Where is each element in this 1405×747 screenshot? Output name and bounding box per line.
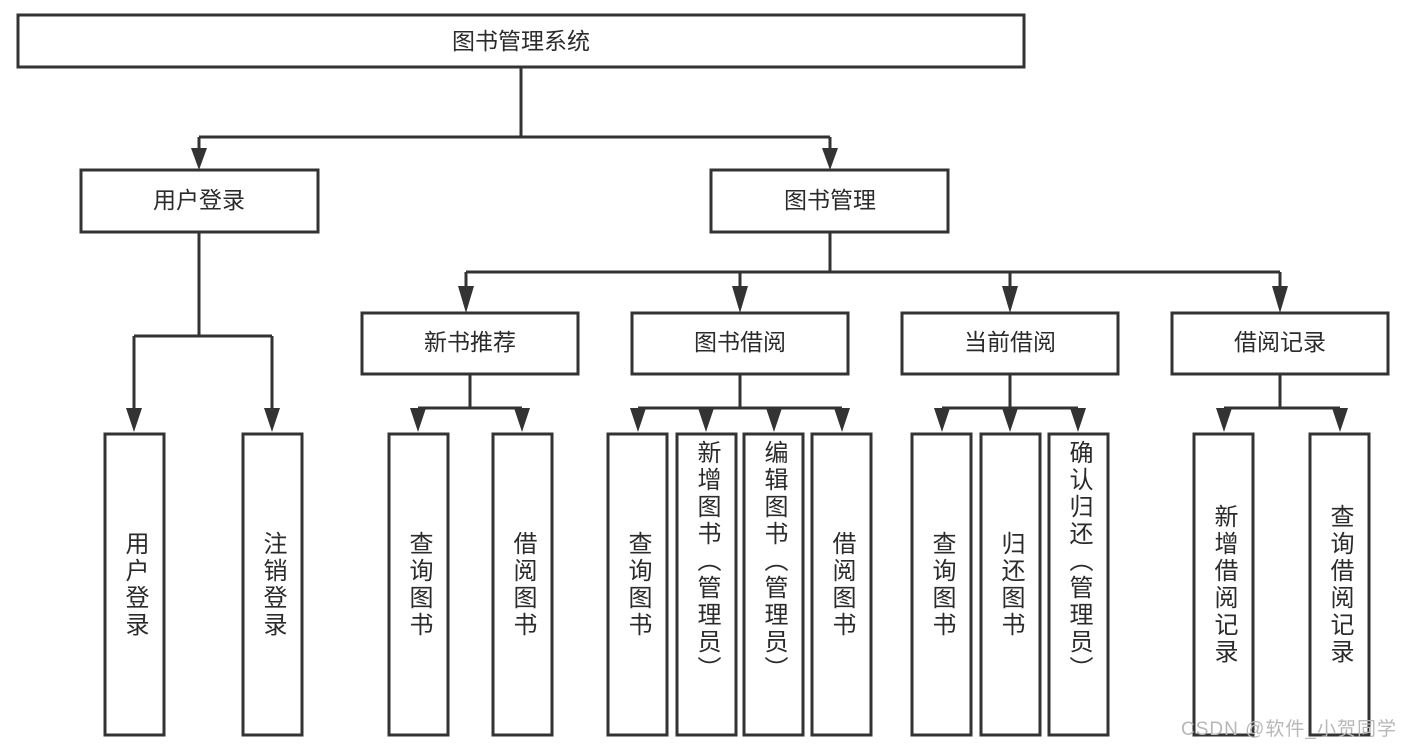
- arrow-to-current-borrow: [1002, 286, 1018, 313]
- edges-borrow-record-to-leaves: [1216, 374, 1348, 432]
- leaf-box-nbr-query-book[interactable]: [387, 432, 450, 737]
- node-root[interactable]: 图书管理系统: [16, 13, 1026, 69]
- node-borrow-record-label: 借阅记录: [1234, 329, 1326, 355]
- node-book-borrow-box[interactable]: [630, 311, 850, 376]
- arrow-bb-leaf-2: [698, 408, 714, 432]
- arrow-br-leaf-1: [1216, 408, 1232, 432]
- leaf-box-bb-add-book[interactable]: [675, 432, 738, 737]
- arrow-to-user-login: [191, 148, 207, 170]
- arrow-cb-leaf-3: [1070, 408, 1086, 432]
- arrow-to-book-borrow: [732, 286, 748, 313]
- node-book-borrow-label: 图书借阅: [694, 329, 786, 355]
- leaf-box-bb-edit-book[interactable]: [742, 432, 805, 737]
- csdn-watermark: CSDN @软件_小贺同学: [1181, 719, 1397, 740]
- leaf-box-logout[interactable]: [241, 432, 304, 737]
- node-new-book-recommend-label: 新书推荐: [424, 329, 516, 355]
- leaf-box-user-login[interactable]: [103, 432, 166, 737]
- leaf-box-bb-query-book[interactable]: [606, 432, 669, 737]
- arrow-leaf-logout: [264, 408, 280, 432]
- leaf-box-bb-borrow-book[interactable]: [810, 432, 873, 737]
- arrow-nbr-leaf-1: [410, 408, 426, 432]
- arrow-br-leaf-2: [1332, 408, 1348, 432]
- edges-user-login-to-leaves: [126, 232, 280, 432]
- node-new-book-recommend-box[interactable]: [360, 311, 580, 376]
- leaf-box-cb-confirm-return[interactable]: [1047, 432, 1110, 737]
- node-current-borrow[interactable]: 当前借阅: [900, 311, 1120, 376]
- arrow-nbr-leaf-2: [514, 408, 530, 432]
- arrow-cb-leaf-1: [934, 408, 950, 432]
- leaf-boxes-new-book-recommend: [387, 432, 554, 737]
- leaf-boxes-current-borrow: [910, 432, 1110, 737]
- node-user-login-box[interactable]: [79, 168, 320, 234]
- node-book-management-label: 图书管理: [784, 187, 876, 213]
- leaf-boxes-book-borrow: [606, 432, 873, 737]
- node-current-borrow-box[interactable]: [900, 311, 1120, 376]
- edges-root-to-level2: [191, 67, 838, 170]
- leaf-box-nbr-borrow-book[interactable]: [491, 432, 554, 737]
- arrow-bb-leaf-3: [766, 408, 782, 432]
- edges-new-book-recommend-to-leaves: [410, 374, 530, 432]
- node-root-label: 图书管理系统: [452, 28, 590, 54]
- leaf-box-br-query-record[interactable]: [1308, 432, 1371, 737]
- leaf-box-br-add-record[interactable]: [1192, 432, 1255, 737]
- node-current-borrow-label: 当前借阅: [964, 329, 1056, 355]
- node-borrow-record[interactable]: 借阅记录: [1170, 311, 1390, 376]
- arrow-leaf-user-login: [126, 408, 142, 432]
- arrow-to-borrow-record: [1272, 286, 1288, 313]
- node-user-login[interactable]: 用户登录: [79, 168, 320, 234]
- edges-current-borrow-to-leaves: [934, 374, 1086, 432]
- leaf-box-cb-return-book[interactable]: [979, 432, 1042, 737]
- node-borrow-record-box[interactable]: [1170, 311, 1390, 376]
- leaf-boxes-user-login: [103, 432, 304, 737]
- node-book-borrow[interactable]: 图书借阅: [630, 311, 850, 376]
- edges-book-mgmt-to-level3: [458, 232, 1288, 313]
- arrow-bb-leaf-4: [834, 408, 850, 432]
- arrow-cb-leaf-2: [1002, 408, 1018, 432]
- arrow-to-new-book-recommend: [458, 286, 474, 313]
- leaf-box-cb-query-book[interactable]: [910, 432, 973, 737]
- node-root-box[interactable]: [16, 13, 1026, 69]
- node-book-management-box[interactable]: [709, 168, 950, 234]
- leaf-boxes-borrow-record: [1192, 432, 1371, 737]
- node-user-login-label: 用户登录: [153, 187, 245, 213]
- arrow-bb-leaf-1: [630, 408, 646, 432]
- node-book-management[interactable]: 图书管理: [709, 168, 950, 234]
- edges-book-borrow-to-leaves: [630, 374, 850, 432]
- arrow-to-book-mgmt: [822, 148, 838, 170]
- node-new-book-recommend[interactable]: 新书推荐: [360, 311, 580, 376]
